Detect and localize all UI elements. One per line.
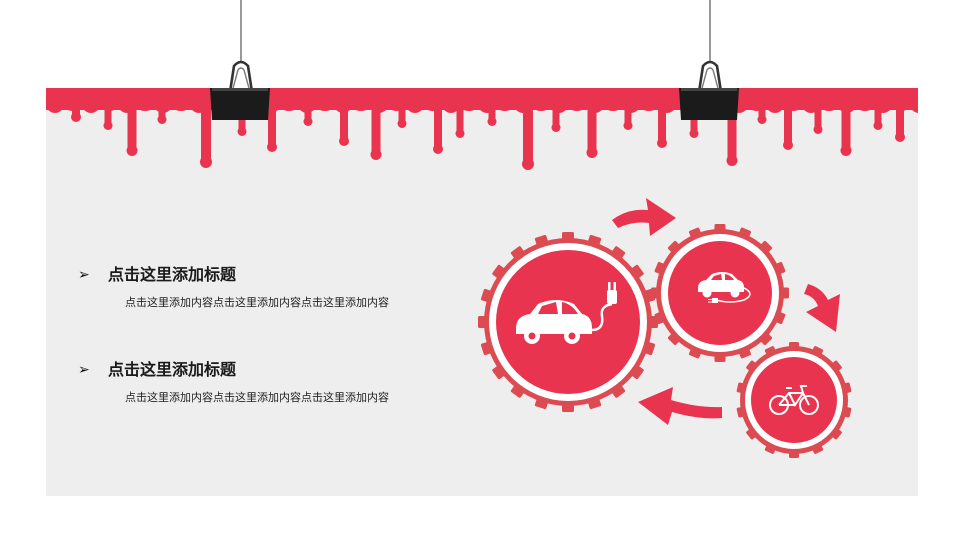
bicycle-icon	[769, 385, 819, 415]
bullet-body[interactable]: 点击这里添加内容点击这里添加内容点击这里添加内容	[125, 296, 389, 309]
gears-graphic	[478, 198, 852, 458]
cycle-arrow-icon	[612, 198, 840, 425]
gear-bicycle	[736, 342, 852, 458]
arrowhead-bullet-icon: ➢	[78, 362, 90, 378]
binder-clip-icon	[210, 0, 270, 120]
binder-clip-icon	[679, 0, 739, 120]
gear-car-charging	[651, 224, 789, 362]
paint-drip-banner	[46, 88, 918, 170]
bullet-body[interactable]: 点击这里添加内容点击这里添加内容点击这里添加内容	[125, 391, 389, 404]
electric-car-icon	[516, 282, 617, 344]
car-charging-icon	[698, 272, 751, 303]
bullet-title[interactable]: 点击这里添加标题	[108, 360, 237, 379]
arrowhead-bullet-icon: ➢	[78, 267, 90, 283]
bullet-title[interactable]: 点击这里添加标题	[108, 265, 237, 284]
